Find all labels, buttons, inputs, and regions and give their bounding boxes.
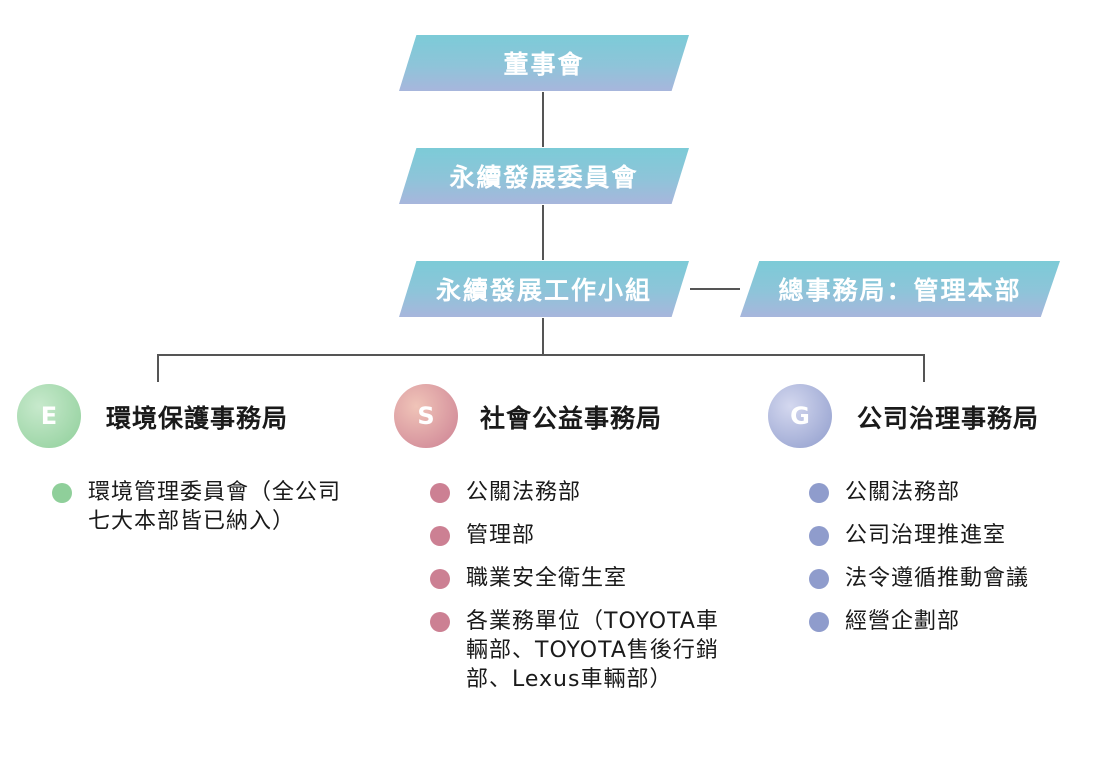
connector-drop-g [923, 354, 925, 382]
bullet-dot [430, 569, 450, 589]
committee-node: 永續發展委員會 [399, 148, 689, 204]
secretariat-node: 總事務局：管理本部 [740, 261, 1060, 317]
connector-committee-taskforce [542, 205, 544, 260]
connector-drop-e [157, 354, 159, 382]
bullet-dot [430, 483, 450, 503]
s-badge: S [394, 384, 458, 448]
list-item: 管理部 [430, 521, 730, 550]
board-node: 董事會 [399, 35, 689, 91]
connector-board-committee [542, 92, 544, 147]
social-bureau-title: 社會公益事務局 [480, 404, 663, 433]
connector-taskforce-down [542, 318, 544, 355]
list-item: 公司治理推進室 [809, 521, 1094, 550]
bullet-dot [809, 483, 829, 503]
environment-bureau-list: 環境管理委員會（全公司七大本部皆已納入） [52, 478, 352, 550]
connector-taskforce-secretariat [690, 288, 740, 290]
list-item: 環境管理委員會（全公司七大本部皆已納入） [52, 478, 352, 536]
list-item: 職業安全衛生室 [430, 564, 730, 593]
bullet-dot [809, 569, 829, 589]
connector-horizontal-bar [157, 354, 925, 356]
task-force-node: 永續發展工作小組 [399, 261, 689, 317]
social-bureau-list: 公關法務部 管理部 職業安全衛生室 各業務單位（TOYOTA車輛部、TOYOTA… [430, 478, 730, 708]
g-badge: G [768, 384, 832, 448]
bullet-dot [430, 526, 450, 546]
bullet-dot [52, 483, 72, 503]
list-item: 公關法務部 [809, 478, 1094, 507]
governance-bureau-title: 公司治理事務局 [857, 404, 1040, 433]
list-item: 經營企劃部 [809, 607, 1094, 636]
environment-bureau-title: 環境保護事務局 [106, 404, 289, 433]
governance-bureau-list: 公關法務部 公司治理推進室 法令遵循推動會議 經營企劃部 [809, 478, 1094, 650]
bullet-dot [809, 612, 829, 632]
bullet-dot [430, 612, 450, 632]
list-item: 各業務單位（TOYOTA車輛部、TOYOTA售後行銷部、Lexus車輛部） [430, 607, 730, 694]
list-item: 法令遵循推動會議 [809, 564, 1094, 593]
bullet-dot [809, 526, 829, 546]
list-item: 公關法務部 [430, 478, 730, 507]
e-badge: E [17, 384, 81, 448]
